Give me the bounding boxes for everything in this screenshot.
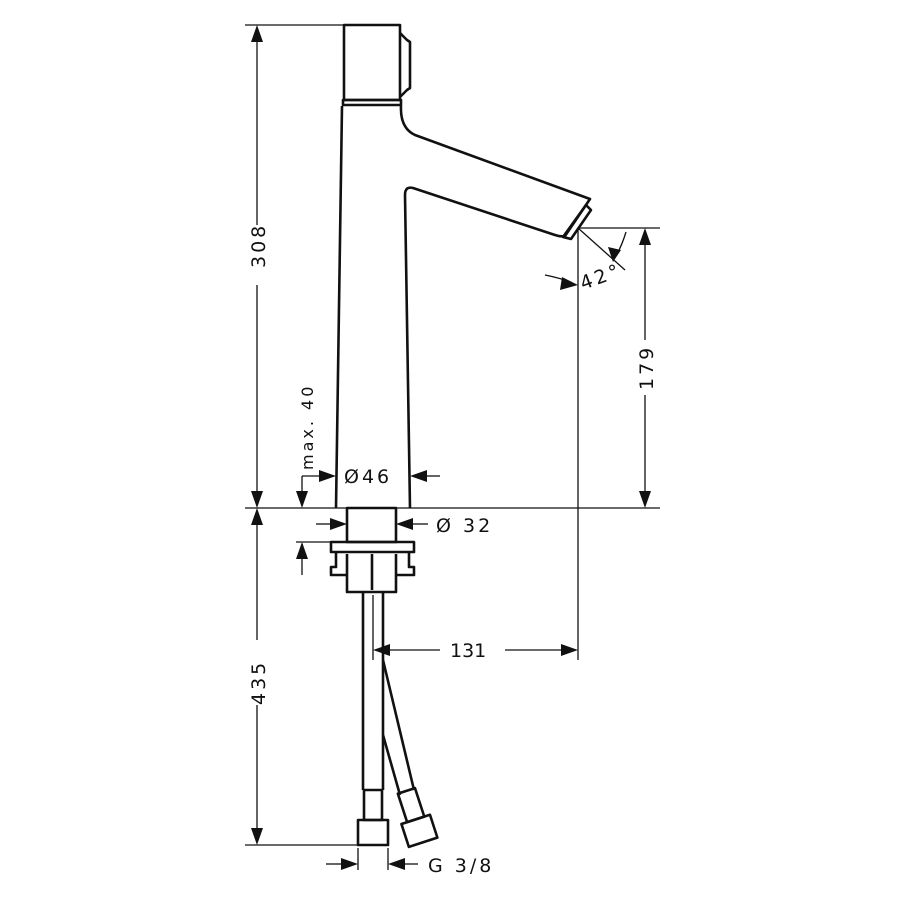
label-dia-32: Ø 32 bbox=[436, 515, 493, 537]
dimension-total-height: 308 bbox=[248, 25, 270, 508]
dimension-spout-angle: 42° bbox=[544, 231, 627, 295]
label-dia-46: Ø46 bbox=[344, 466, 392, 488]
label-max-40: max. 40 bbox=[298, 384, 317, 470]
hose-straight bbox=[361, 592, 385, 790]
label-g-3-8: G 3/8 bbox=[428, 855, 494, 877]
dimension-body-diameter: Ø46 bbox=[302, 466, 440, 488]
dimension-thread: G 3/8 bbox=[326, 855, 494, 877]
body-left-edge bbox=[334, 105, 344, 509]
connector-block bbox=[345, 554, 398, 594]
label-131: 131 bbox=[450, 640, 486, 662]
hose-nut-2 bbox=[400, 813, 439, 849]
push-button bbox=[399, 32, 412, 98]
dimension-shank-diameter: Ø 32 bbox=[316, 515, 493, 537]
dimension-spout-reach: 131 bbox=[373, 640, 578, 662]
hose-angled bbox=[381, 659, 416, 796]
cap-ring bbox=[341, 98, 403, 107]
hose-crimp-1 bbox=[362, 788, 384, 822]
spout-outline bbox=[399, 105, 592, 509]
label-308: 308 bbox=[248, 223, 270, 268]
mounting-flange bbox=[329, 540, 416, 554]
dimension-max-deck: max. 40 bbox=[296, 384, 317, 575]
label-42-deg: 42° bbox=[577, 259, 625, 294]
shank bbox=[345, 506, 398, 544]
dimension-below-deck: 435 bbox=[248, 508, 270, 845]
label-179: 179 bbox=[636, 345, 658, 390]
extension-lines bbox=[245, 24, 660, 870]
mounting-nut bbox=[329, 552, 416, 577]
hose-nut-1 bbox=[356, 818, 390, 847]
dimension-spout-height: 179 bbox=[636, 228, 658, 508]
cartridge-cap bbox=[342, 23, 402, 102]
faucet-outline bbox=[329, 23, 593, 849]
aerator bbox=[561, 203, 593, 241]
label-435: 435 bbox=[248, 660, 270, 705]
